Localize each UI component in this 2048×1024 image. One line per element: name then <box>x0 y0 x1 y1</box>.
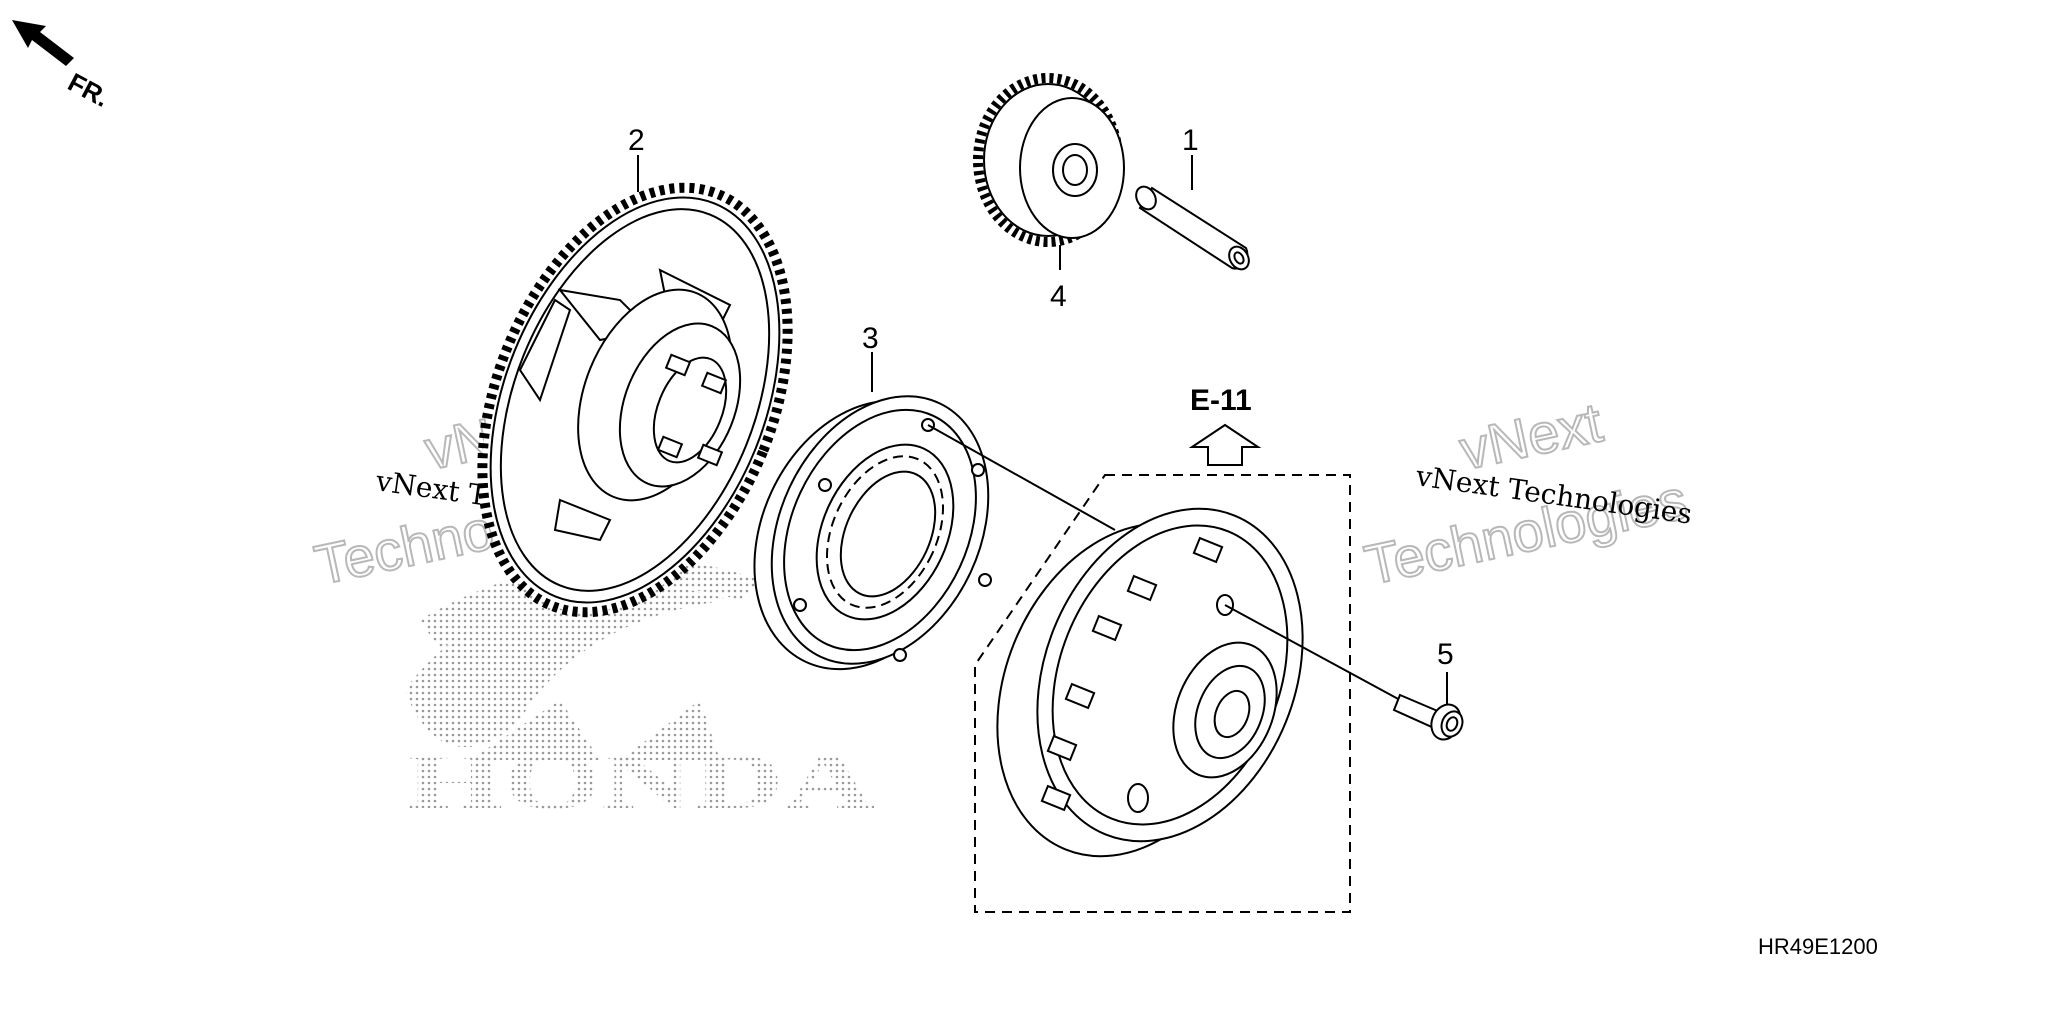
part-4-idle-gear <box>973 73 1125 270</box>
watermark-right: vNext Technologies vNext Technologies <box>1358 389 1694 597</box>
part-2-driven-gear <box>477 155 793 618</box>
front-direction-indicator: FR. <box>12 20 114 113</box>
reference-label: E-11 <box>1190 384 1252 417</box>
part-3-starter-clutch <box>753 352 1116 671</box>
reference-group-e11: E-11 <box>974 384 1351 913</box>
reference-arrow-icon <box>1188 423 1262 466</box>
front-direction-label: FR. <box>63 67 114 113</box>
callout-1: 1 <box>1182 124 1199 157</box>
callout-4: 4 <box>1050 280 1067 313</box>
watermark-honda-logo: HONDA <box>405 559 875 826</box>
diagram-code: HR49E1200 <box>1758 934 1878 959</box>
part-5-flange-bolt <box>1392 672 1464 741</box>
reference-outline <box>974 474 1351 913</box>
front-arrow-icon <box>12 20 74 66</box>
callout-2: 2 <box>628 124 645 157</box>
part-1-idle-shaft <box>1135 155 1250 271</box>
callout-5: 5 <box>1437 638 1454 671</box>
flywheel-rotor <box>996 507 1401 858</box>
callout-3: 3 <box>862 322 879 355</box>
watermark-logo-text: HONDA <box>405 738 875 826</box>
